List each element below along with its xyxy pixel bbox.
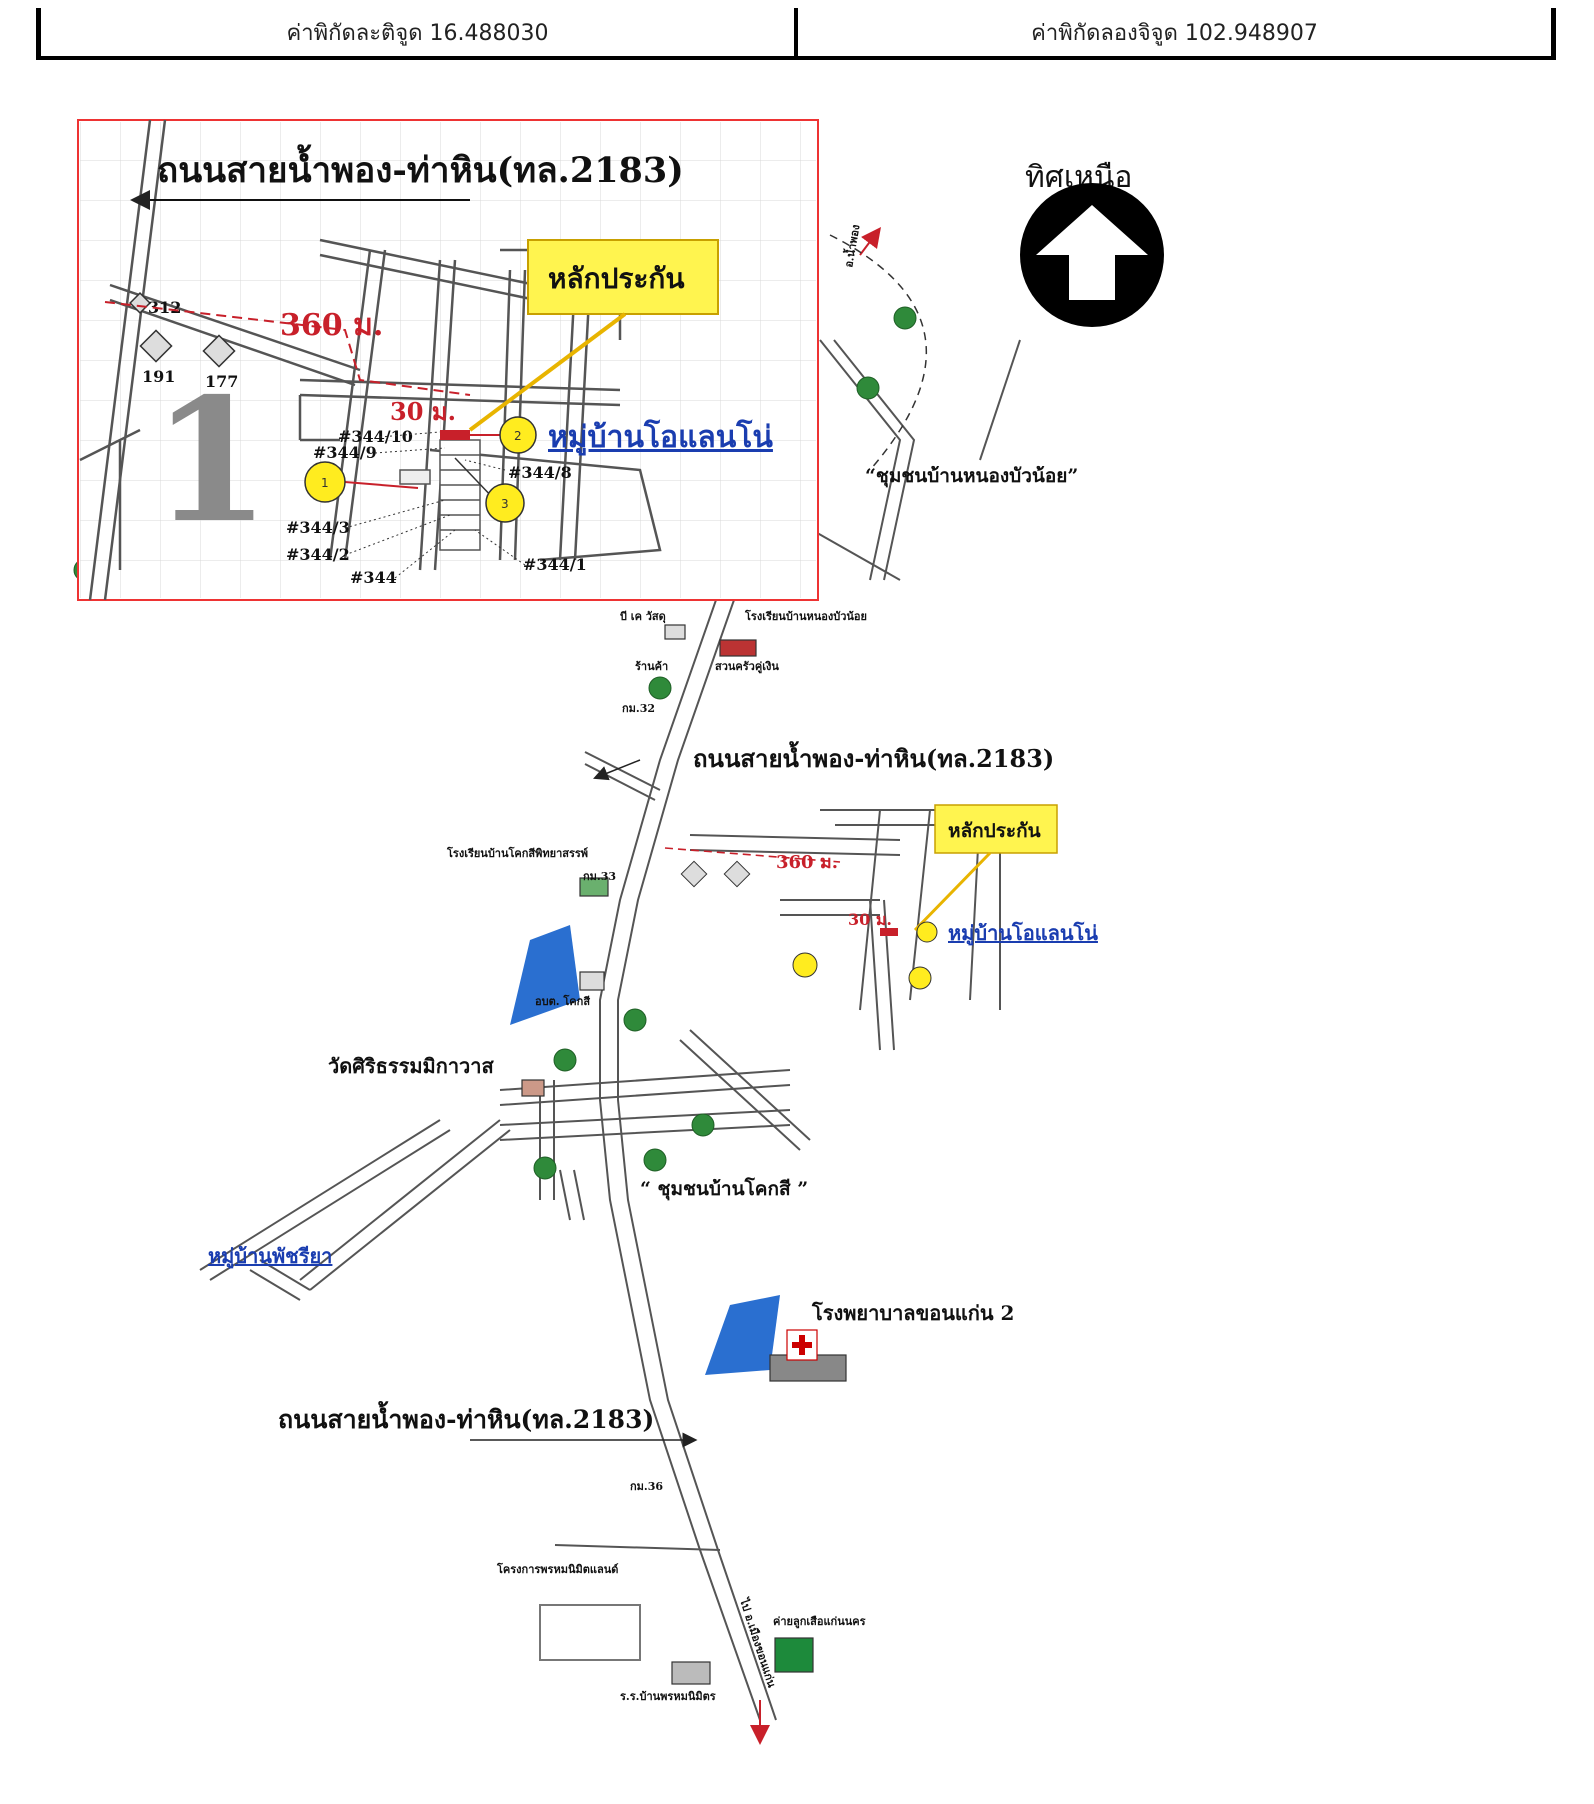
parcel-344-1: #344/1 bbox=[523, 555, 587, 574]
hospital-cross bbox=[792, 1335, 812, 1355]
scout-camp-label: ค่ายลูกเสือแก่นนคร bbox=[773, 1615, 866, 1629]
longitude-cell: ค่าพิกัดลองจิจูด 102.948907 bbox=[1031, 20, 1318, 46]
parcel-344-3: #344/3 bbox=[286, 518, 350, 537]
inset-marker-label: หลักประกัน bbox=[548, 262, 685, 295]
parcel-344-9: #344/9 bbox=[313, 443, 377, 462]
to-city-label: ไป อ.เมืองขอนแก่น bbox=[737, 1595, 780, 1690]
project-label: โครงการพรหมนิมิตแลนด์ bbox=[496, 1562, 618, 1576]
inset-point-1-label: 1 bbox=[321, 476, 329, 490]
plot-small bbox=[880, 928, 898, 936]
road-bottom-label: ถนนสายน้ำพอง-ท่าหิน(ทล.2183) bbox=[278, 1400, 654, 1434]
parcel-344-2: #344/2 bbox=[286, 545, 350, 564]
parcel-344-8: #344/8 bbox=[508, 463, 572, 482]
bk-material-label: บี เค วัสดุ bbox=[620, 610, 666, 624]
point-3-small bbox=[908, 966, 932, 990]
lake-south bbox=[705, 1295, 780, 1375]
shop-label: ร้านค้า bbox=[635, 660, 668, 673]
inset-point-2-label: 2 bbox=[514, 429, 522, 443]
inset-point-3 bbox=[485, 483, 525, 523]
village-label-small: หมู่บ้านโอแลนโน่ bbox=[948, 921, 1098, 947]
road-arrow-mid bbox=[593, 759, 641, 781]
parcel-312: 312 bbox=[148, 298, 181, 317]
garden-label: สวนครัวคู่เงิน bbox=[715, 660, 779, 674]
inset-village-label: หมู่บ้านโอแลนโน่ bbox=[548, 418, 773, 456]
inset-distance-30: 30 ม. bbox=[390, 397, 456, 426]
coordinate-header: ค่าพิกัดละติจูด 16.488030 ค่าพิกัดลองจิจ… bbox=[36, 8, 1556, 60]
north-arrow-icon bbox=[1020, 183, 1164, 327]
hospital-label: โรงพยาบาลขอนแก่น 2 bbox=[811, 1301, 1014, 1325]
inset-point-3-label: 3 bbox=[501, 497, 509, 511]
marker-label-small: หลักประกัน bbox=[948, 820, 1041, 842]
school-khoksi-label: โรงเรียนบ้านโคกสีพิทยาสรรพ์ bbox=[446, 846, 588, 860]
marker-box-small bbox=[934, 804, 1058, 854]
inset-big-number: 1 bbox=[152, 361, 270, 561]
parcel-344-10: #344/10 bbox=[338, 427, 413, 446]
distance-30-small: 30 ม. bbox=[848, 910, 892, 929]
inset-point-2 bbox=[499, 416, 537, 454]
village-pachariya-label: หมู่บ้านพัชรียา bbox=[208, 1244, 332, 1270]
school-nongbua-label: โรงเรียนบ้านหนองบัวน้อย bbox=[744, 609, 867, 623]
km32-label: กม.32 bbox=[622, 702, 655, 715]
km36-label: กม.36 bbox=[630, 1480, 663, 1493]
inset-plot bbox=[440, 430, 470, 440]
inset-road-title: ถนนสายน้ำพอง-ท่าหิน(ทล.2183) bbox=[157, 144, 684, 191]
point-1-small bbox=[792, 952, 818, 978]
lake-north bbox=[510, 925, 580, 1025]
distance-360-small-line bbox=[664, 847, 841, 863]
temple-label: วัดศิริธรรมมิกาวาส bbox=[328, 1054, 495, 1078]
arrow-to-north bbox=[859, 227, 881, 256]
point-2-small bbox=[916, 921, 938, 943]
inset-marker-box bbox=[527, 239, 719, 315]
parcel-diamonds-small bbox=[680, 860, 751, 888]
community-khoksi-label: “ ชุมชนบ้านโคกสี ” bbox=[640, 1177, 808, 1201]
tambon-office-label: อบต. โคกสี bbox=[535, 994, 590, 1008]
inset-point-1 bbox=[304, 461, 346, 503]
inset-map: ถนนสายน้ำพอง-ท่าหิน(ทล.2183) 1 312 191 1… bbox=[77, 119, 819, 601]
distance-360-small: 360 ม. bbox=[776, 852, 838, 873]
km33-label: กม.33 bbox=[583, 870, 616, 883]
school-prommanimit-label: ร.ร.บ้านพรหมนิมิตร bbox=[620, 1690, 716, 1703]
parcel-344: #344 bbox=[350, 568, 397, 587]
to-north-label: อ.น้ำพอง bbox=[840, 223, 862, 268]
parcel-191: 191 bbox=[142, 367, 175, 386]
community-boundary bbox=[829, 234, 928, 471]
main-roads bbox=[199, 339, 1021, 1721]
building-icons bbox=[521, 624, 847, 1685]
latitude-cell: ค่าพิกัดละติจูด 16.488030 bbox=[41, 8, 798, 56]
community-north-label: “ชุมชนบ้านหนองบัวน้อย” bbox=[865, 465, 1078, 488]
parcel-177: 177 bbox=[205, 372, 238, 391]
road-mid-label: ถนนสายน้ำพอง-ท่าหิน(ทล.2183) bbox=[693, 740, 1054, 773]
inset-distance-360: 360 ม. bbox=[280, 308, 383, 343]
